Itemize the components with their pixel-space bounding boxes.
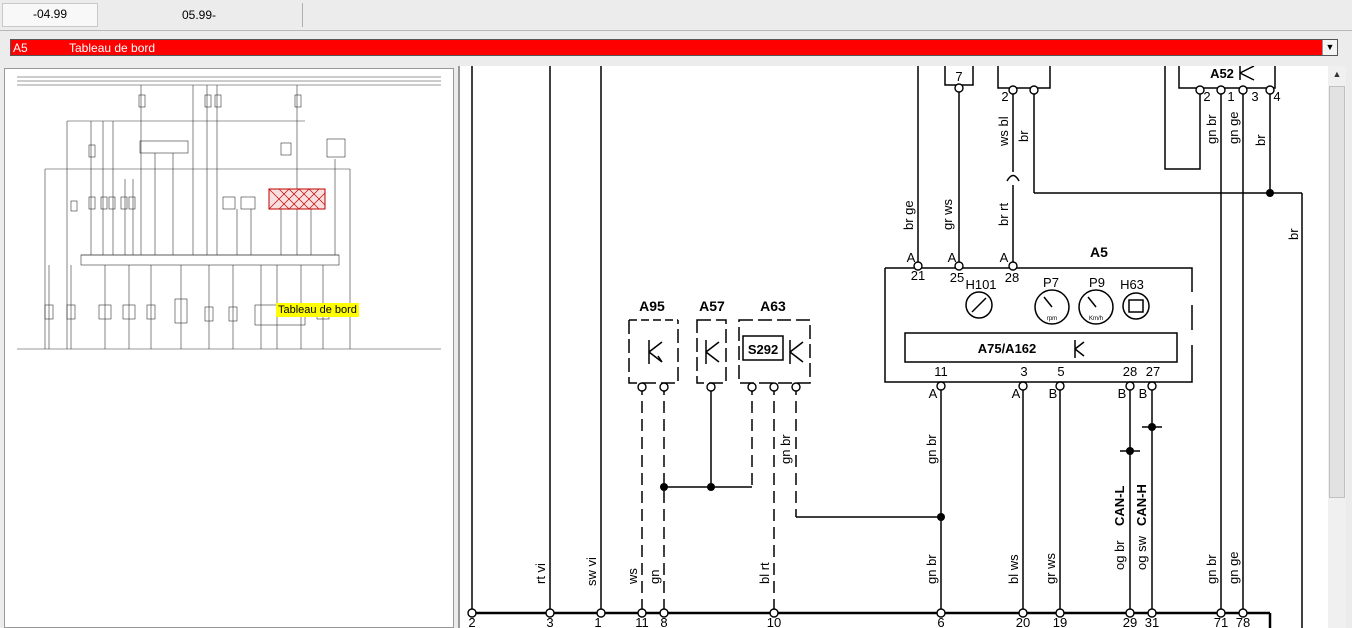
wire-label: br ge (901, 200, 916, 230)
wire-label: og br (1112, 540, 1127, 570)
scroll-up-icon[interactable]: ▲ (1332, 69, 1342, 79)
tab-label: 05.99- (182, 8, 217, 22)
can-high-label: CAN-H (1134, 484, 1149, 526)
component-title: Tableau de bord (69, 41, 156, 55)
scroll-thumb[interactable] (1329, 86, 1345, 498)
dropdown-arrow-icon[interactable]: ▼ (1322, 40, 1337, 55)
wire-label: gr ws (940, 198, 955, 230)
pin-letter: A (929, 386, 938, 401)
module-a52-label: A52 (1210, 66, 1234, 81)
pin-number: 25 (950, 270, 964, 285)
wire-label: rt vi (533, 563, 548, 584)
pin-number: 5 (1057, 364, 1064, 379)
bottom-pin: 8 (660, 615, 667, 628)
wire-label: sw vi (584, 557, 599, 586)
gauge-unit: Km/h (1089, 316, 1103, 322)
bottom-pin: 3 (546, 615, 553, 628)
sensor-label: A57 (699, 298, 725, 314)
gauge-label: P7 (1043, 275, 1059, 290)
overview-panel[interactable]: Tableau de bord (4, 68, 454, 628)
component-tooltip: Tableau de bord (276, 303, 359, 317)
bottom-pin: 1 (594, 615, 601, 628)
a52-pin: 2 (1203, 89, 1210, 104)
pin-number: 28 (1005, 270, 1019, 285)
wire-label: br (1016, 130, 1031, 142)
wire-label: gn ge (1226, 111, 1241, 144)
wire-label: ws bl (996, 116, 1011, 147)
wire-label: gn ge (1226, 551, 1241, 584)
wire-label: ws (625, 568, 640, 585)
wire-label: gn br (924, 554, 939, 584)
a52-pin: 1 (1227, 89, 1234, 104)
pin-letter: B (1118, 386, 1127, 401)
wire-label: og sw (1134, 535, 1149, 570)
pin-letter: A (1000, 250, 1009, 265)
wiring-diagram-panel[interactable]: 7 A52 2 2 1 3 4 ws bl br gn br gn ge br … (458, 66, 1346, 628)
switch-label: S292 (748, 342, 778, 357)
gauge-unit: rpm (1047, 316, 1057, 322)
wire-label: br rt (996, 203, 1011, 227)
pin-number: 3 (1020, 364, 1027, 379)
wire-label: gn (647, 570, 662, 584)
bottom-pin: 71 (1214, 615, 1228, 628)
bottom-pin: 78 (1236, 615, 1250, 628)
a52-pin: 3 (1251, 89, 1258, 104)
component-code: A5 (13, 41, 28, 55)
gauge-label: P9 (1089, 275, 1105, 290)
gauge-label: H63 (1120, 277, 1144, 292)
can-low-label: CAN-L (1112, 486, 1127, 526)
gauge-label: H101 (965, 277, 996, 292)
wiring-diagram[interactable]: 7 A52 2 2 1 3 4 ws bl br gn br gn ge br … (460, 66, 1346, 628)
component-select[interactable]: A5 Tableau de bord ▼ (10, 39, 1338, 56)
wire-label: gn br (1204, 554, 1219, 584)
wire-label: br (1253, 134, 1268, 146)
bottom-pin: 20 (1016, 615, 1030, 628)
a52-pin: 4 (1273, 89, 1280, 104)
wire-label: bl rt (757, 562, 772, 584)
sensor-label: A95 (639, 298, 665, 314)
pin-number: 11 (934, 364, 948, 379)
a52-pin: 2 (1001, 89, 1008, 104)
wire-label: br (1286, 228, 1301, 240)
pin-letter: A (948, 250, 957, 265)
tab-before-04-99[interactable]: -04.99 (2, 3, 98, 27)
sensor-label: A63 (760, 298, 786, 314)
tab-bar: -04.99 05.99- (0, 0, 1352, 31)
pin-letter: A (907, 250, 916, 265)
tab-label: -04.99 (32, 7, 68, 21)
wire-label: bl ws (1006, 554, 1021, 584)
bottom-pin: 6 (937, 615, 944, 628)
a75-a162-label: A75/A162 (978, 341, 1037, 356)
pin-letter: B (1139, 386, 1148, 401)
overview-diagram[interactable] (5, 69, 453, 369)
bottom-pin: 10 (767, 615, 781, 628)
pin-number: 28 (1123, 364, 1137, 379)
vertical-scrollbar[interactable]: ▲ (1328, 66, 1346, 628)
tab-after-05-99[interactable]: 05.99- (100, 3, 303, 27)
wire-label: gn br (924, 434, 939, 464)
pin-letter: B (1049, 386, 1058, 401)
bottom-pin: 19 (1053, 615, 1067, 628)
wire-label: gn br (1204, 114, 1219, 144)
pin-number: 21 (911, 268, 925, 283)
pin-letter: A (1012, 386, 1021, 401)
bottom-pin: 31 (1145, 615, 1159, 628)
a5-module-label: A5 (1090, 244, 1108, 260)
bottom-pin: 11 (635, 615, 649, 628)
wire-label: gr ws (1043, 552, 1058, 584)
bottom-pin: 29 (1123, 615, 1137, 628)
module-7-label: 7 (955, 69, 962, 84)
wire-label: gn br (778, 434, 793, 464)
bottom-pin: 2 (468, 615, 475, 628)
pin-number: 27 (1146, 364, 1160, 379)
